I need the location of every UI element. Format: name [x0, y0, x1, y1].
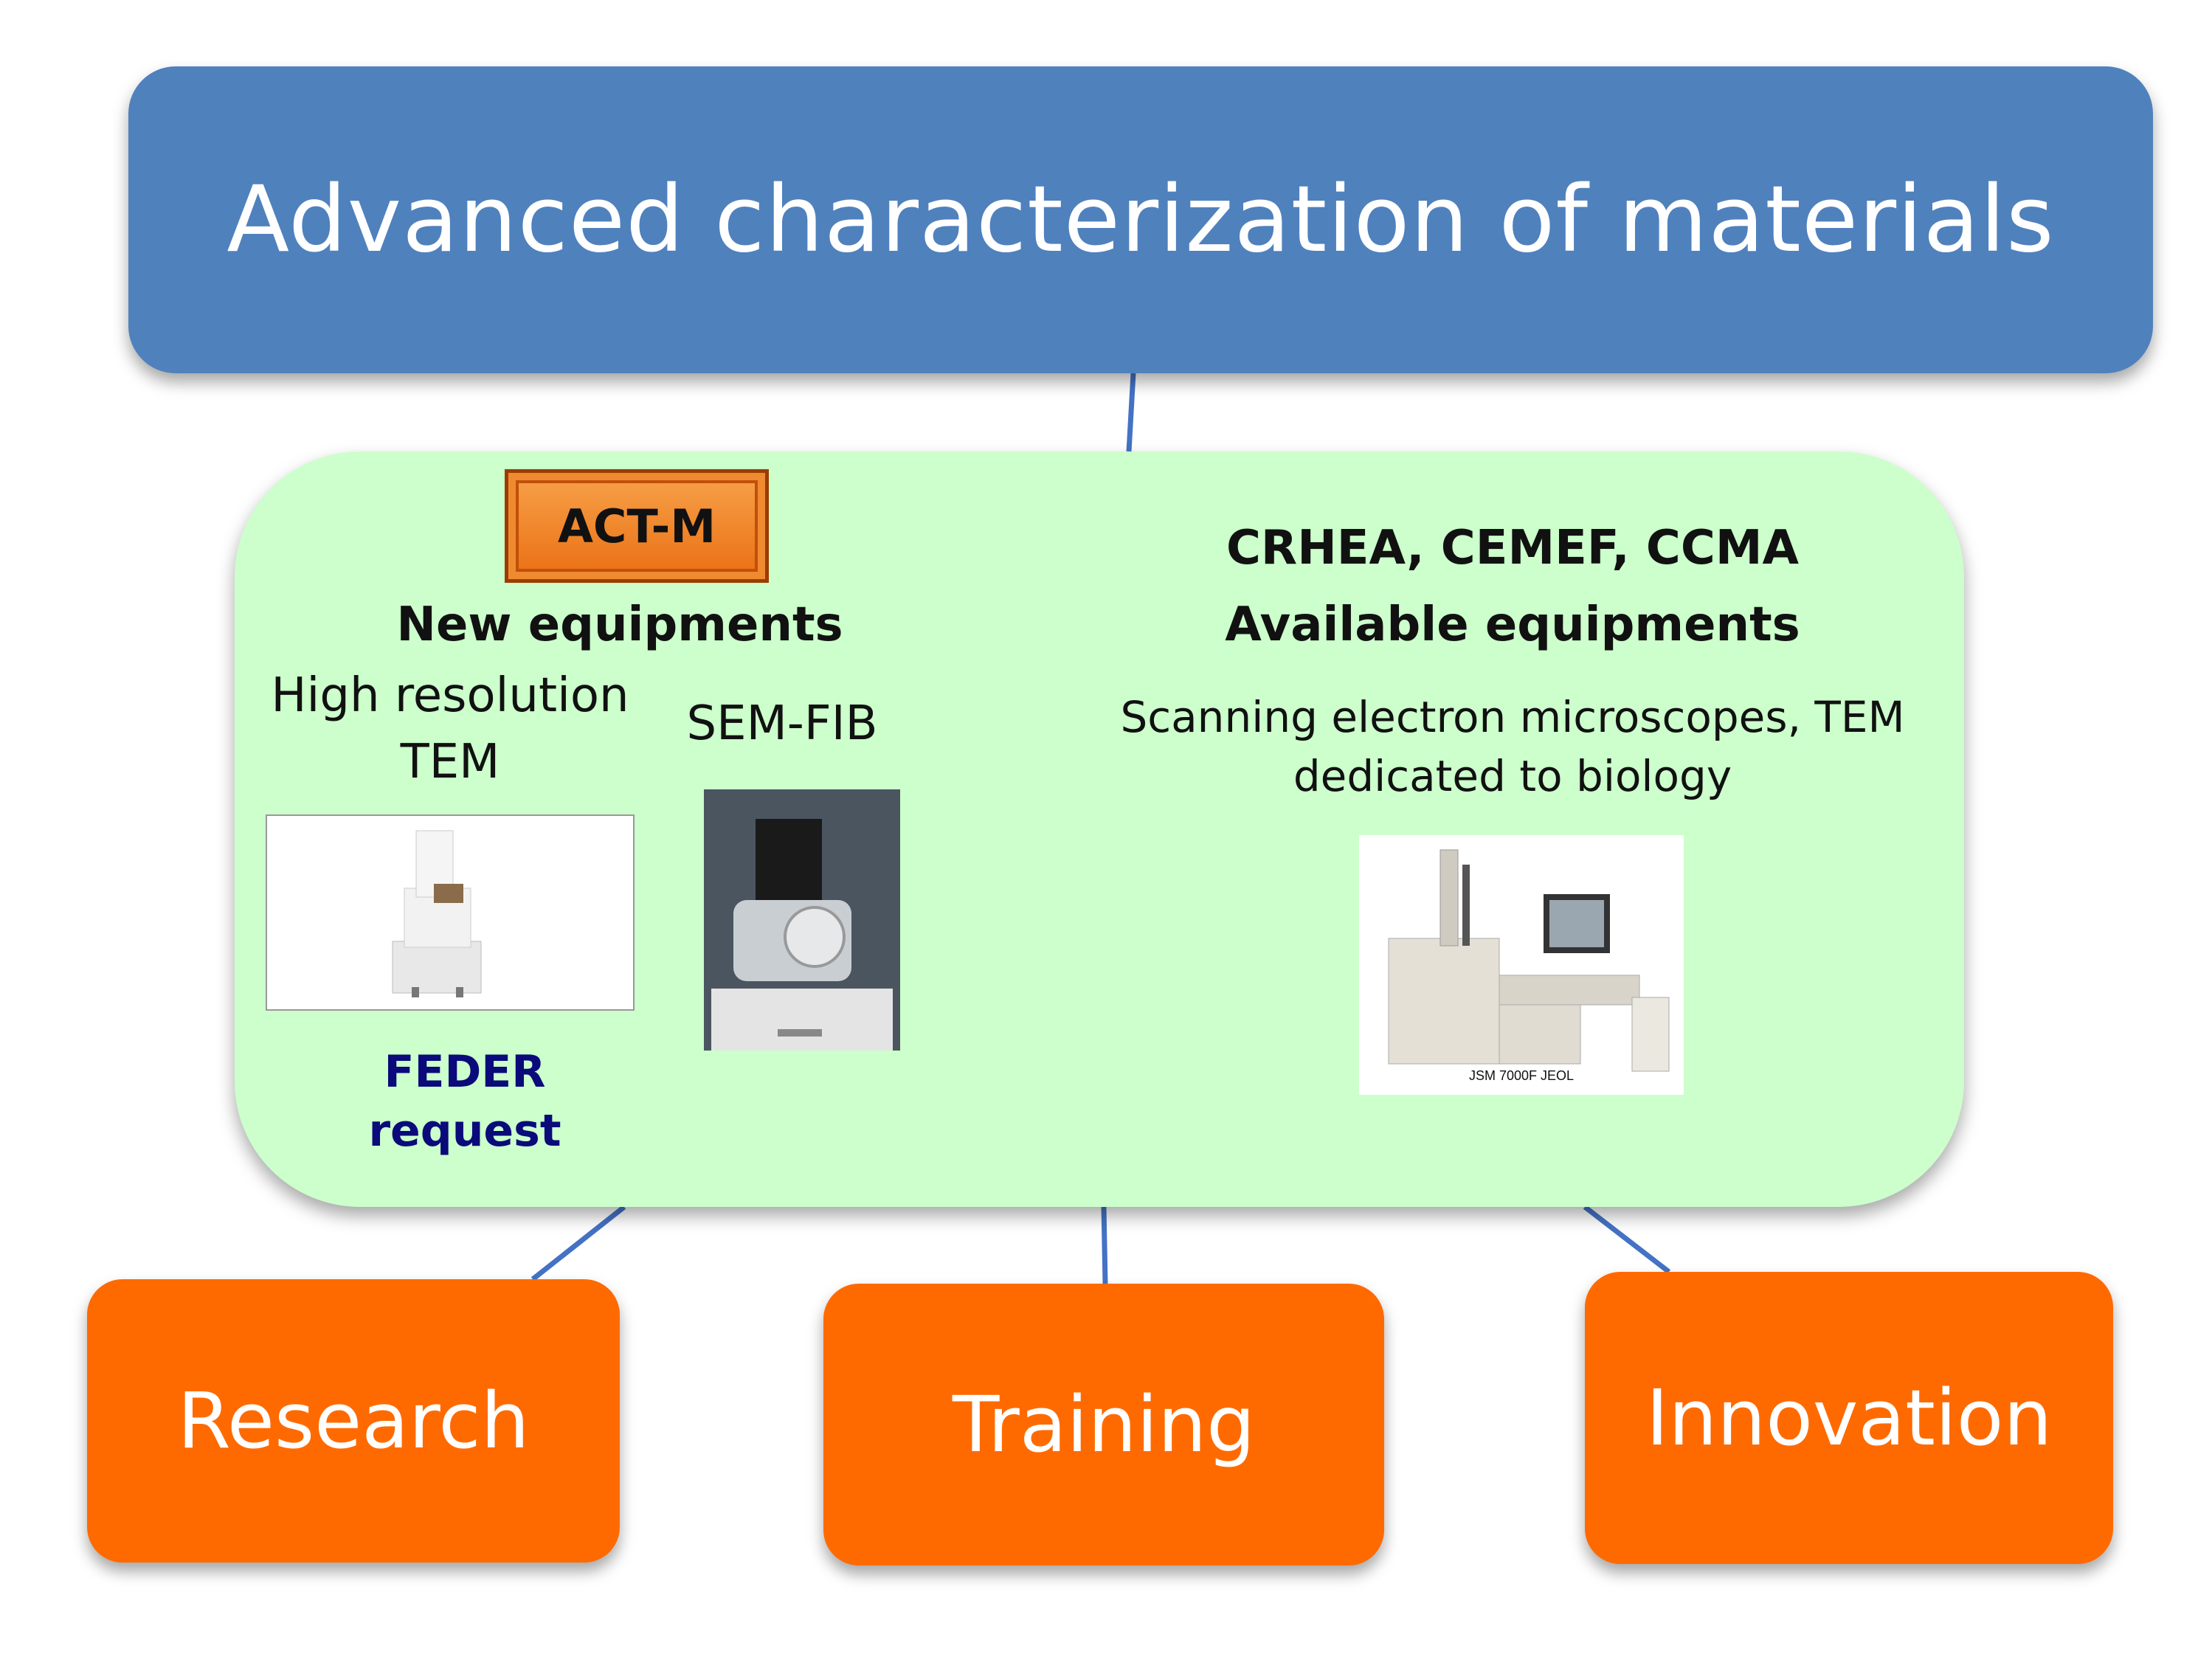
innovation-box: Innovation	[1585, 1272, 2113, 1564]
connector-center-to-training	[1101, 1206, 1108, 1284]
connector-center-to-innovation	[1583, 1205, 1671, 1274]
available-equipments-heading: Available equipments	[1225, 598, 1800, 652]
hr-tem-label-line1: High resolution	[271, 668, 629, 723]
act-m-label: ACT-M	[557, 499, 716, 553]
description-line1: Scanning electron microscopes, TEM	[1120, 692, 1905, 742]
diagram-title: Advanced characterization of materials	[227, 167, 2055, 273]
new-equipments-heading: New equipments	[396, 598, 843, 652]
hr-tem-label-line2: TEM	[400, 735, 500, 789]
connector-title-to-center	[1126, 373, 1136, 452]
sem-workstation-icon	[1388, 849, 1670, 1072]
title-box: Advanced characterization of materials	[128, 66, 2153, 373]
jeol-sem-photo: JSM 7000F JEOL	[1359, 835, 1684, 1095]
sem-fib-label: SEM-FIB	[686, 696, 878, 751]
connector-center-to-research	[530, 1205, 626, 1281]
tem-microscope-icon	[392, 830, 482, 997]
innovation-label: Innovation	[1645, 1373, 2053, 1463]
description-line2: dedicated to biology	[1293, 751, 1732, 801]
research-box: Research	[87, 1279, 620, 1563]
feder-line1: FEDER	[384, 1046, 546, 1098]
research-label: Research	[177, 1376, 530, 1466]
training-label: Training	[952, 1380, 1256, 1470]
photo-caption: JSM 7000F JEOL	[1468, 1068, 1575, 1083]
sem-fib-microscope-icon	[704, 789, 900, 1051]
feder-line2: request	[368, 1105, 561, 1157]
hr-tem-photo	[266, 814, 635, 1011]
labs-heading: CRHEA, CEMEF, CCMA	[1226, 521, 1800, 575]
sem-fib-photo	[704, 789, 900, 1051]
training-box: Training	[823, 1284, 1384, 1565]
act-m-badge: ACT-M	[505, 469, 769, 583]
